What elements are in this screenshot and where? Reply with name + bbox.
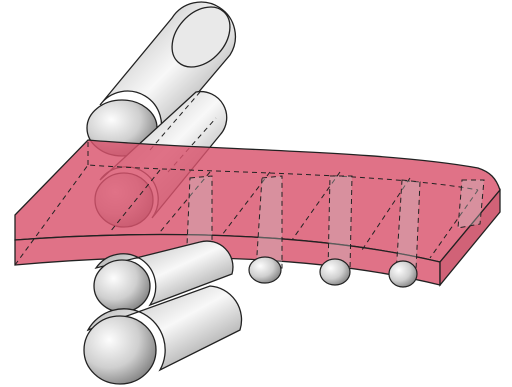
support-roll-4-cap (389, 261, 417, 287)
support-roll-2-cap (249, 257, 281, 283)
lower-roll-1-cap (94, 260, 150, 312)
lower-roll-2-cap (84, 316, 156, 384)
lower-roll-pair (84, 241, 242, 384)
support-roll-3-cap (320, 259, 350, 285)
support-roll-5 (458, 180, 484, 228)
